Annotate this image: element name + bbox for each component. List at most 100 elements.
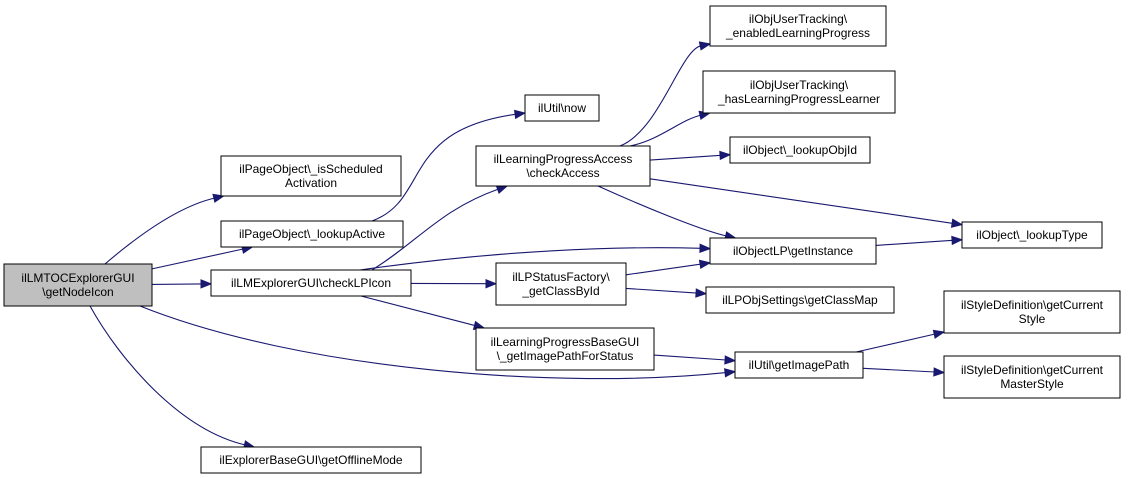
arrowhead-icon [695, 288, 708, 298]
arrowhead-icon [724, 368, 737, 378]
node-label: ilLPObjSettings\getClassMap [722, 293, 878, 307]
node-label: ilStyleDefinition\getCurrent [961, 298, 1104, 312]
node-label: ilObjUserTracking\ [749, 12, 848, 26]
node-label: ilUtil\now [538, 101, 586, 115]
node-label: ilPageObject\_lookupActive [239, 227, 385, 241]
node-box [3, 263, 153, 307]
node-label: _hasLearningProgressLearner [717, 92, 880, 106]
edge-line [649, 178, 954, 224]
call-nodes: ilLMTOCExplorerGUI\getNodeIcon ilPageObje… [3, 5, 1121, 474]
node-box [220, 220, 404, 248]
edge-checkAccess-to-enabledLP [619, 41, 712, 147]
node-label: ilPageObject\_isScheduled [239, 162, 382, 176]
edge-root-to-isScheduled [104, 193, 226, 265]
edge-lookupActive-to-utilNow [371, 109, 527, 222]
node-getImagePathForStatus[interactable]: ilLearningProgressBaseGUI\_getImagePathF… [475, 327, 655, 371]
node-label: \getNodeIcon [42, 285, 113, 299]
edge-line [653, 354, 727, 361]
node-getClassMap[interactable]: ilLPObjSettings\getClassMap [705, 286, 895, 314]
edge-getImagePath-to-getCurrentStyle [856, 329, 946, 353]
node-getClassById[interactable]: ilLPStatusFactory\_getClassById [495, 262, 627, 306]
edge-line [649, 154, 722, 161]
edge-line [629, 114, 702, 147]
node-getOfflineMode[interactable]: ilExplorerBaseGUI\getOfflineMode [200, 446, 422, 474]
edge-line [862, 367, 936, 373]
edge-checkAccess-to-lookupType [649, 178, 964, 228]
arrowhead-icon [514, 109, 527, 120]
edge-line [875, 239, 954, 246]
arrowhead-icon [719, 150, 732, 161]
edge-getInstance-to-lookupType [875, 235, 964, 246]
node-checkAccess[interactable]: ilLearningProgressAccess\checkAccess [475, 145, 651, 187]
edge-line [151, 283, 203, 285]
node-label: ilObject\_lookupObjId [743, 143, 857, 157]
node-label: ilObjUserTracking\ [750, 78, 849, 92]
edge-line [597, 185, 727, 237]
edge-getImagePathForStatus-to-getImagePath [653, 354, 737, 365]
node-box [961, 221, 1103, 249]
node-label: ilLearningProgressBaseGUI [491, 335, 640, 349]
edge-line [371, 113, 517, 222]
arrowhead-icon [951, 235, 964, 246]
node-hasLPLearner[interactable]: ilObjUserTracking\_hasLearningProgressLe… [702, 70, 896, 114]
node-box [943, 355, 1121, 399]
edge-line [151, 248, 244, 270]
edge-checkLPIcon-to-getImagePathForStatus [360, 295, 486, 330]
node-box [729, 136, 871, 164]
node-box [200, 446, 422, 474]
edge-getImagePath-to-getCurrentMasterStyle [862, 367, 946, 377]
edge-line [625, 263, 702, 276]
node-box [702, 70, 896, 114]
node-enabledLP[interactable]: ilObjUserTracking\_enabledLearningProgre… [709, 5, 887, 47]
node-box [495, 262, 627, 306]
edge-checkAccess-to-lookupObjId [649, 150, 732, 161]
arrowhead-icon [933, 367, 946, 377]
node-label: ilUtil\getImagePath [749, 358, 850, 372]
edge-line [139, 305, 727, 380]
node-label: ilLPStatusFactory\ [512, 270, 610, 284]
node-box [709, 5, 887, 47]
edge-checkLPIcon-to-getClassById [410, 278, 498, 289]
node-getInstance[interactable]: ilObjectLP\getInstance [709, 237, 877, 265]
node-label: \checkAccess [526, 166, 599, 180]
edge-root-to-getImagePath [139, 305, 737, 380]
node-label: ilObjectLP\getInstance [733, 244, 853, 258]
node-lookupActive[interactable]: ilPageObject\_lookupActive [220, 220, 404, 248]
node-lookupType[interactable]: ilObject\_lookupType [961, 221, 1103, 249]
edge-root-to-lookupActive [151, 244, 254, 270]
node-lookupObjId[interactable]: ilObject\_lookupObjId [729, 136, 871, 164]
node-box [709, 237, 877, 265]
arrowhead-icon [495, 185, 509, 194]
edge-checkAccess-to-hasLPLearner [629, 110, 712, 147]
edge-getClassById-to-getInstance [625, 259, 712, 276]
node-label: ilStyleDefinition\getCurrent [961, 363, 1104, 377]
edge-line [856, 333, 936, 353]
node-box [943, 290, 1121, 334]
edge-line [625, 287, 698, 294]
node-label: ilLMExplorerGUI\checkLPIcon [231, 276, 391, 290]
edge-checkAccess-to-getInstance [597, 185, 737, 241]
node-label: ilExplorerBaseGUI\getOfflineMode [219, 453, 403, 467]
node-getImagePath[interactable]: ilUtil\getImagePath [734, 351, 864, 379]
arrowhead-icon [699, 243, 712, 254]
node-checkLPIcon[interactable]: ilLMExplorerGUI\checkLPIcon [210, 269, 412, 297]
edge-line [104, 197, 216, 265]
node-box [210, 269, 412, 297]
node-root[interactable]: ilLMTOCExplorerGUI\getNodeIcon [3, 263, 153, 307]
node-label: ilObject\_lookupType [976, 228, 1088, 242]
arrowhead-icon [698, 259, 712, 270]
node-box [475, 145, 651, 187]
edge-line [371, 188, 499, 271]
edge-line [359, 247, 702, 271]
node-label: MasterStyle [1000, 377, 1064, 391]
node-box [705, 286, 895, 314]
edge-getClassById-to-getClassMap [625, 287, 708, 298]
edge-line [360, 295, 476, 327]
node-label: ilLearningProgressAccess [494, 152, 633, 166]
node-utilNow[interactable]: ilUtil\now [524, 94, 600, 122]
node-box [524, 94, 600, 122]
